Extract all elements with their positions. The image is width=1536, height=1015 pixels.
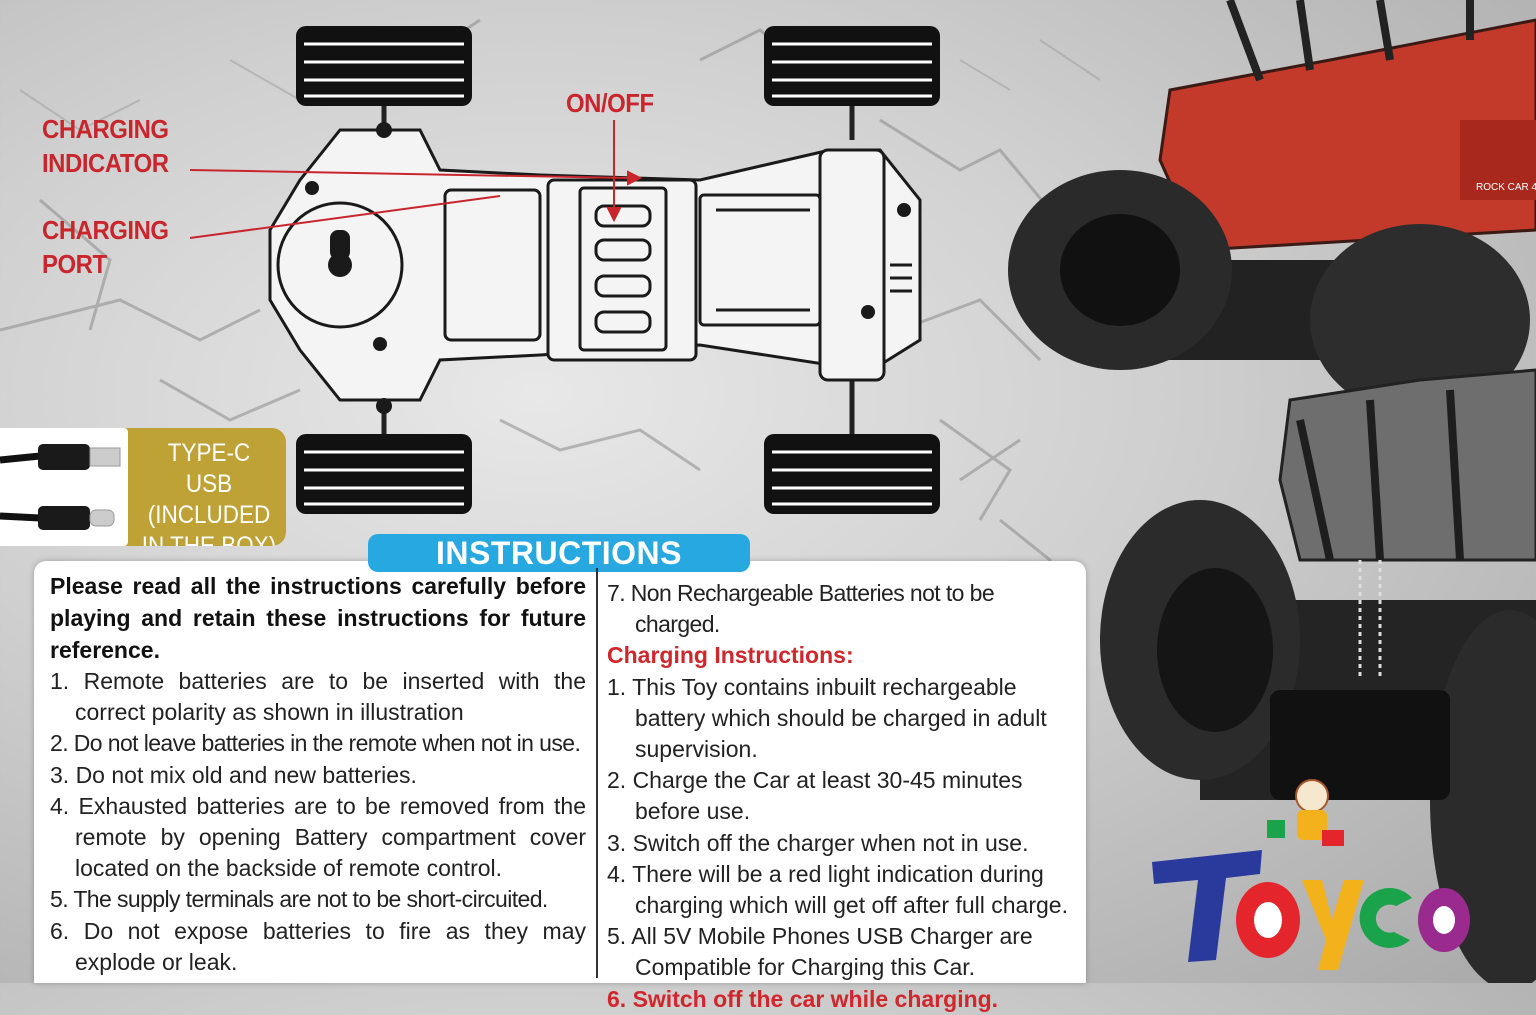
list-item-warning: 6. Switch off the car while charging. [607,985,999,1012]
list-item: 5. The supply terminals are not to be sh… [50,886,548,913]
list-item: 3. Switch off the charger when not in us… [607,829,1029,856]
rc-car-photo: ROCK CAR 4X4 [1008,0,1536,983]
list-item: 4. There will be a red light indication … [607,860,1068,919]
charging-instructions-title: Charging Instructions: [607,642,854,669]
red-car-decal: ROCK CAR 4X4 [1476,182,1536,193]
instructions-left-column: Please read all the instructions careful… [50,570,586,978]
instructions-intro: Please read all the instructions careful… [50,573,586,663]
wheel-bottom-left [296,434,472,514]
usb-cable-icon [0,444,121,530]
on-off-label: ON/OFF [566,88,654,118]
list-item: 2. Do not leave batteries in the remote … [50,730,581,757]
usb-cable-callout: TYPE-C USB (INCLUDED IN THE BOX) [0,428,286,546]
toyco-logo [1152,779,1470,970]
wheel-bottom-right [764,434,940,514]
usb-cable-image [0,428,128,546]
list-item: 7. Non Rechargeable Batteries not to be … [607,580,995,638]
instructions-right-column: 7. Non Rechargeable Batteries not to be … [607,578,1077,1015]
list-item: 6. Do not expose batteries to fire as th… [50,917,586,975]
charging-port-label: CHARGING PORT [42,215,169,279]
column-divider [596,568,598,978]
wheel-top-right [764,26,940,106]
list-item: 4. Exhausted batteries are to be removed… [50,792,586,882]
usb-callout-text: TYPE-C USB (INCLUDED IN THE BOX) [141,439,277,546]
list-item: 1. Remote batteries are to be inserted w… [50,668,586,726]
car-chassis-diagram [189,26,940,514]
instructions-panel [34,561,1086,983]
list-item: 1. This Toy contains inbuilt rechargeabl… [607,673,1047,763]
cracked-ground-background [0,18,1101,621]
instructions-header: INSTRUCTIONS [368,534,750,572]
list-item: 2. Charge the Car at least 30-45 minutes… [607,767,1023,825]
list-item: 3. Do not mix old and new batteries. [50,761,417,788]
charging-indicator-label: CHARGING INDICATOR [42,114,169,178]
wheel-top-left [296,26,472,106]
list-item: 5. All 5V Mobile Phones USB Charger are … [607,923,1033,981]
